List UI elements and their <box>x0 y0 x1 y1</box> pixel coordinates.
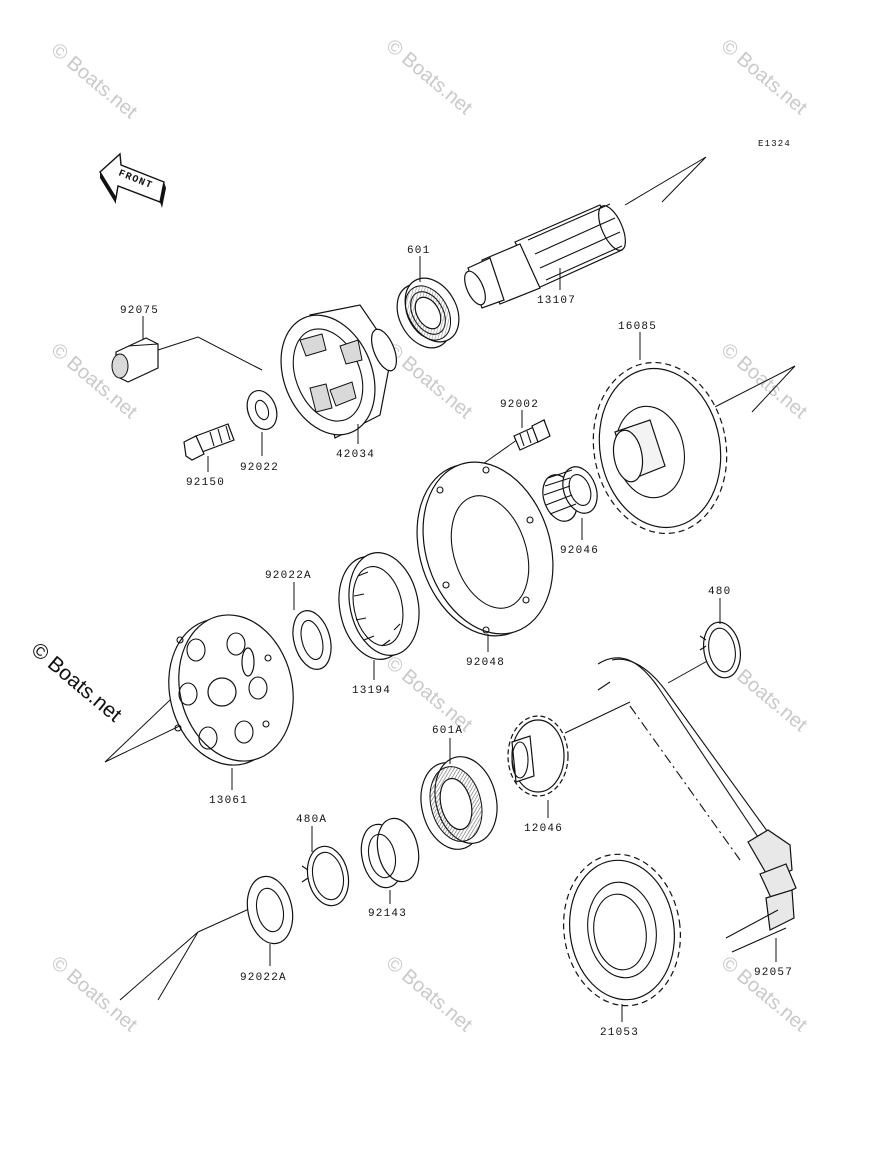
chain-92057 <box>597 657 797 953</box>
washer-92022A-top <box>292 610 332 670</box>
watermark: © Boats.net <box>382 652 477 736</box>
needle-bearing-92046 <box>542 466 598 522</box>
part-label: 601 <box>407 245 430 257</box>
sprocket-21053 <box>562 853 682 1007</box>
part-labels: 601 13107 92075 16085 92002 92022 42034 … <box>120 245 793 1039</box>
part-label: 16085 <box>618 321 657 333</box>
washer-92022A-bottom <box>246 875 294 945</box>
part-label: 92057 <box>754 967 793 979</box>
circlip-480 <box>699 621 741 679</box>
part-label: 92022A <box>265 570 312 582</box>
watermark: © Boats.net <box>717 952 812 1036</box>
front-arrow-icon: FRONT <box>99 152 166 208</box>
part-label: 601A <box>432 725 463 737</box>
shaft-13107 <box>464 203 626 309</box>
diagram-code: E1324 <box>758 139 791 149</box>
watermark-main: © Boats.net <box>27 638 126 726</box>
circlip-480A <box>301 845 350 907</box>
bearing-601A <box>420 756 498 850</box>
clutch-housing-42034 <box>280 304 398 439</box>
gear-16085 <box>592 361 728 535</box>
collar-92143 <box>360 817 420 889</box>
part-label: 480A <box>296 814 327 826</box>
part-label: 13107 <box>537 295 576 307</box>
plate-92048 <box>416 461 554 637</box>
part-label: 42034 <box>336 449 375 461</box>
part-label: 12046 <box>524 823 563 835</box>
callout-lines <box>142 256 777 1022</box>
part-label: 480 <box>708 586 731 598</box>
part-label: 92022 <box>240 462 279 474</box>
watermark: © Boats.net <box>47 39 142 123</box>
part-label: 13194 <box>352 685 391 697</box>
part-label: 13061 <box>209 795 248 807</box>
part-label: 21053 <box>600 1027 639 1039</box>
watermark: © Boats.net <box>717 35 812 119</box>
part-label: 92075 <box>120 305 159 317</box>
clutch-13194 <box>338 552 420 660</box>
bearing-601 <box>396 277 460 349</box>
sprocket-12046 <box>507 715 569 797</box>
part-label: 92143 <box>368 908 407 920</box>
key-92075 <box>111 337 159 383</box>
watermark: © Boats.net <box>382 952 477 1036</box>
washer-92022 <box>246 390 278 430</box>
part-label: 92150 <box>186 477 225 489</box>
bolt-92002 <box>513 419 551 451</box>
watermark: © Boats.net <box>382 339 477 423</box>
part-label: 92048 <box>466 657 505 669</box>
bolt-92150 <box>183 423 235 461</box>
part-label: 92046 <box>560 545 599 557</box>
part-label: 92002 <box>500 399 539 411</box>
flange-13061 <box>168 614 294 766</box>
part-label: 92022A <box>240 972 287 984</box>
watermark: © Boats.net <box>382 35 477 119</box>
